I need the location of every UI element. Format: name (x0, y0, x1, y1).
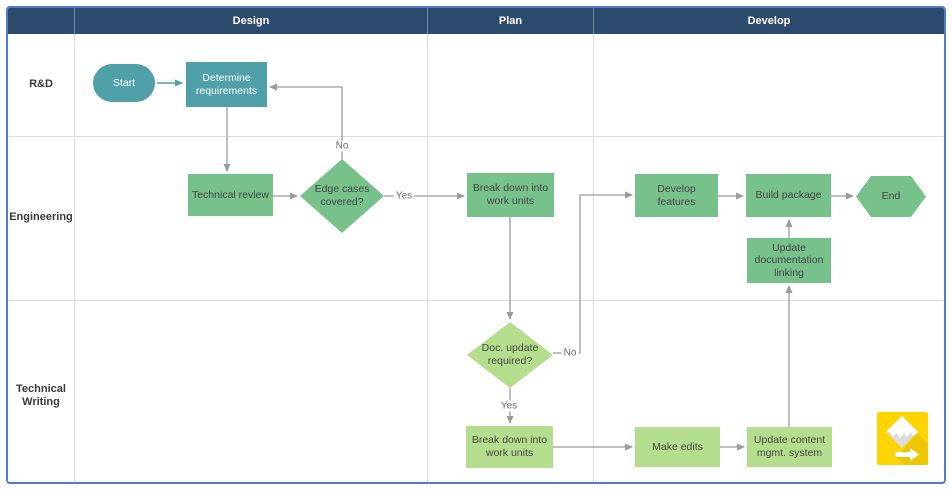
lane-label-engineering: Engineering (9, 211, 73, 223)
edge-label-yes-edgecases: Yes (393, 190, 415, 202)
node-technical-review-label: Technical review (191, 188, 270, 201)
grid-vline-design-plan (427, 34, 428, 482)
decision-diamond-shape (300, 159, 384, 233)
node-break-down-work-units-eng: Break down into work units (467, 173, 554, 217)
lane-label-rnd: R&D (29, 78, 53, 90)
node-build-package: Build package (746, 174, 831, 217)
header-phase-design-label: Design (232, 15, 270, 27)
node-update-documentation-linking-label: Update documentation linking (754, 242, 824, 279)
node-determine-requirements: Determine requirements (186, 62, 267, 107)
decision-diamond-shape (467, 322, 553, 388)
node-end-label: End (881, 190, 901, 203)
node-start: Start (93, 64, 155, 102)
node-determine-requirements-label: Determine requirements (195, 71, 258, 97)
lane-label-tech-writing: Technical Writing (16, 383, 66, 409)
header-phase-develop-label: Develop (747, 15, 791, 27)
grid-vline-plan-develop (593, 34, 594, 482)
grid-hline-engineering-techwriting (8, 300, 944, 301)
edge-edgecases-no-to-determine (269, 83, 343, 159)
edge-label-yes-docupdate: Yes (498, 400, 520, 412)
node-start-label: Start (112, 76, 136, 89)
node-develop-features-label: Develop features (657, 182, 696, 208)
node-end: End (856, 176, 926, 217)
header-phase-plan: Plan (427, 8, 593, 34)
header-phase-plan-label: Plan (498, 15, 523, 27)
node-update-documentation-linking: Update documentation linking (747, 238, 831, 283)
node-break-down-work-units-tw-label: Break down into work units (471, 434, 548, 459)
header-lane-column (8, 8, 74, 34)
diagram-tool-logo[interactable] (877, 412, 928, 465)
node-develop-features: Develop features (635, 174, 718, 217)
node-update-content-mgmt-system: Update content mgmt. system (747, 427, 832, 467)
node-make-edits: Make edits (635, 427, 720, 467)
grid-vline-labels (74, 34, 75, 482)
header-phase-develop: Develop (593, 8, 944, 34)
node-technical-review: Technical review (188, 174, 273, 216)
edge-label-no-edgecases: No (333, 140, 351, 152)
node-make-edits-label: Make edits (652, 440, 703, 453)
node-edge-cases-covered: Edge cases covered? (300, 159, 384, 233)
node-doc-update-required-label: Doc. update required? (481, 342, 539, 367)
node-build-package-label: Build package (755, 189, 822, 202)
node-break-down-work-units-eng-label: Break down into work units (472, 182, 549, 207)
node-update-content-mgmt-system-label: Update content mgmt. system (753, 434, 826, 459)
node-doc-update-required: Doc. update required? (467, 322, 553, 388)
end-hexagon-shape (856, 176, 926, 217)
header-phase-design: Design (74, 8, 427, 34)
node-edge-cases-covered-label: Edge cases covered? (314, 183, 370, 208)
node-break-down-work-units-tw: Break down into work units (466, 426, 553, 468)
diagram-tool-logo-icon (877, 412, 928, 465)
grid-hline-rnd-engineering (8, 136, 944, 137)
edge-label-no-docupdate: No (561, 347, 579, 359)
